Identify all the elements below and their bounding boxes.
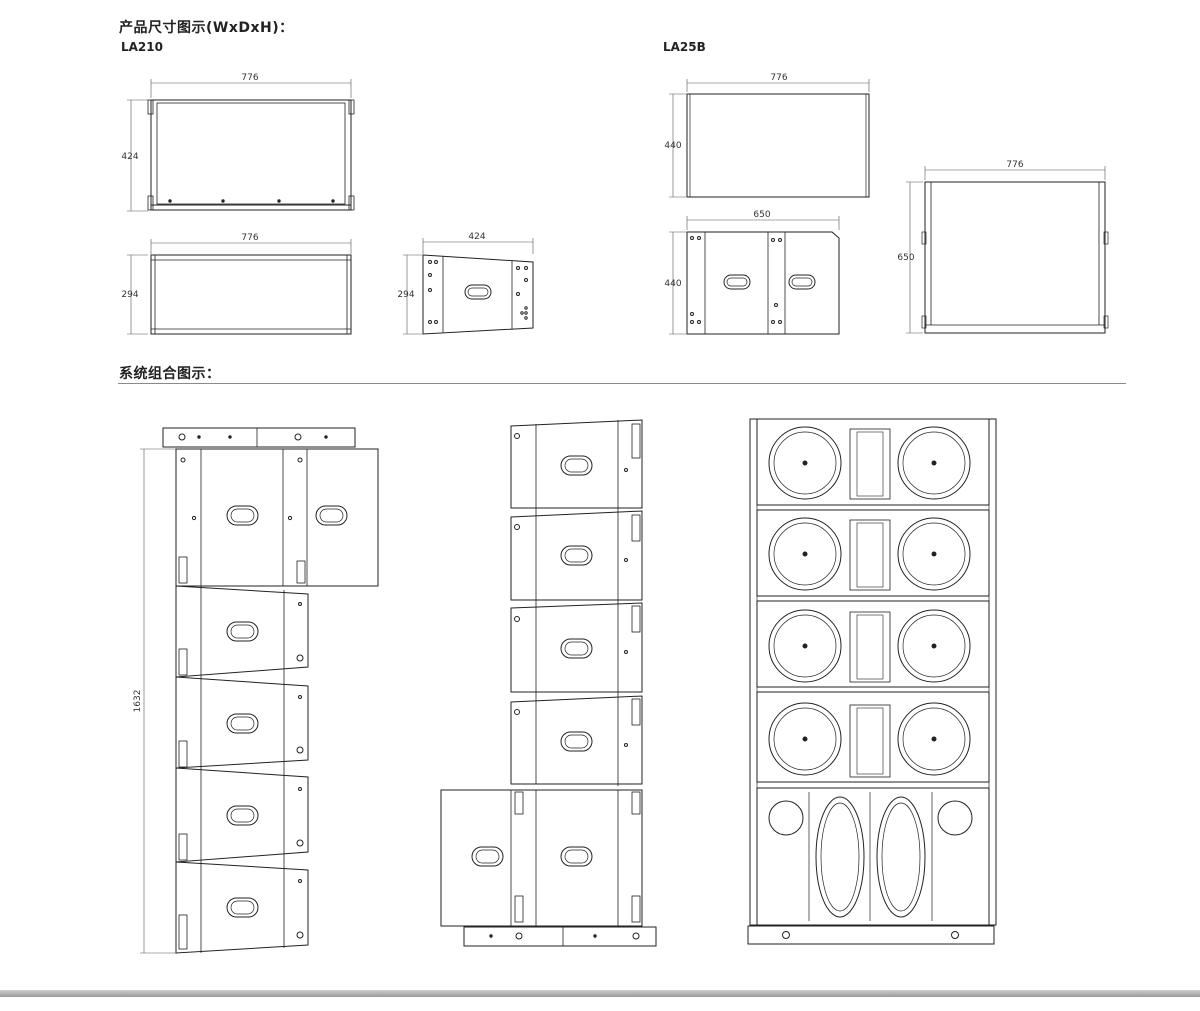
dim-la210-top-width: 776 <box>241 233 258 243</box>
model-label-la210: LA210 <box>121 40 163 54</box>
dim-la210-side-width: 424 <box>468 232 485 242</box>
la25b-side-view <box>669 216 840 335</box>
system-array-1-tops <box>175 585 309 954</box>
dim-la25b-side-height: 440 <box>664 279 681 289</box>
system-front-view <box>747 418 997 945</box>
heading-dimensions: 产品尺寸图示(WxDxH)： <box>119 20 294 36</box>
dim-la25b-front-width: 776 <box>770 73 787 83</box>
la25b-top-view <box>906 166 1109 334</box>
dim-la210-top-depth: 294 <box>121 290 138 300</box>
footer-bar <box>0 990 1200 997</box>
dim-la25b-top-depth: 650 <box>897 253 914 263</box>
dim-la210-side-height: 294 <box>397 290 414 300</box>
la210-side-view <box>403 238 534 335</box>
la210-top-view <box>127 239 352 335</box>
heading-system: 系统组合图示： <box>119 366 221 382</box>
model-label-la25b: LA25B <box>663 40 706 54</box>
la25b-front-view <box>669 79 870 198</box>
dim-array-height: 1632 <box>133 690 143 713</box>
dim-la210-front-width: 776 <box>241 73 258 83</box>
dim-la210-front-height: 424 <box>121 152 138 162</box>
system-array-2 <box>440 419 657 947</box>
system-array-1 <box>140 427 379 954</box>
dim-la25b-front-height: 440 <box>664 141 681 151</box>
la210-front-view <box>127 79 355 212</box>
dim-la25b-side-width: 650 <box>753 210 770 220</box>
dim-la25b-top-width: 776 <box>1006 160 1023 170</box>
section-divider <box>118 383 1126 384</box>
